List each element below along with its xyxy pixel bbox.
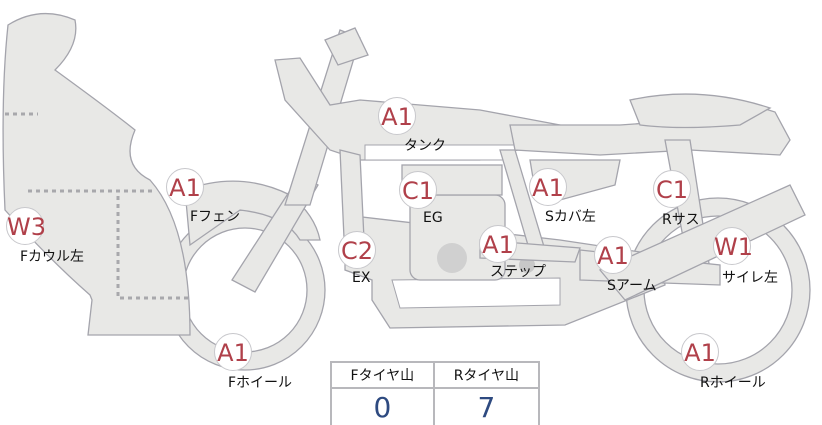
part-label-step: ステップ: [490, 264, 546, 280]
tire-tread-table: Fタイヤ山 Rタイヤ山 0 7: [330, 361, 541, 425]
part-label-front-wheel: Fホイール: [228, 375, 293, 391]
rear-tire-value: 7: [432, 387, 541, 425]
part-label-front-cowl: Fカウル左: [20, 249, 85, 265]
part-label-exhaust: EX: [352, 270, 371, 286]
part-label-silencer: サイレ左: [722, 270, 778, 286]
damage-code-side-cover[interactable]: A1: [529, 168, 567, 206]
damage-code-step[interactable]: A1: [479, 225, 517, 263]
part-label-front-fender: Fフェン: [190, 209, 241, 225]
damage-code-rear-wheel[interactable]: A1: [681, 333, 719, 371]
part-label-tank: タンク: [404, 138, 446, 154]
damage-code-swing-arm[interactable]: A1: [594, 236, 632, 274]
damage-code-engine[interactable]: C1: [399, 171, 437, 209]
part-label-swing-arm: Sアーム: [607, 278, 657, 294]
front-tire-value: 0: [330, 387, 435, 425]
damage-code-rear-shock[interactable]: C1: [653, 170, 691, 208]
part-label-rear-wheel: Rホイール: [700, 375, 766, 391]
damage-code-front-wheel[interactable]: A1: [214, 333, 252, 371]
damage-code-front-cowl[interactable]: W3: [6, 207, 46, 245]
damage-code-tank[interactable]: A1: [378, 97, 416, 135]
damage-code-silencer[interactable]: W1: [713, 227, 753, 265]
part-label-side-cover: Sカバ左: [545, 209, 596, 225]
rear-tire-header: Rタイヤ山: [432, 361, 541, 389]
front-wheel: [164, 209, 326, 371]
part-label-rear-shock: Rサス: [662, 212, 700, 228]
part-label-engine: EG: [423, 210, 443, 226]
silencer-part: [598, 184, 806, 301]
damage-code-front-fender[interactable]: A1: [166, 168, 204, 206]
front-cowl-part: [2, 12, 191, 336]
front-tire-header: Fタイヤ山: [330, 361, 435, 389]
damage-code-exhaust[interactable]: C2: [338, 231, 376, 269]
